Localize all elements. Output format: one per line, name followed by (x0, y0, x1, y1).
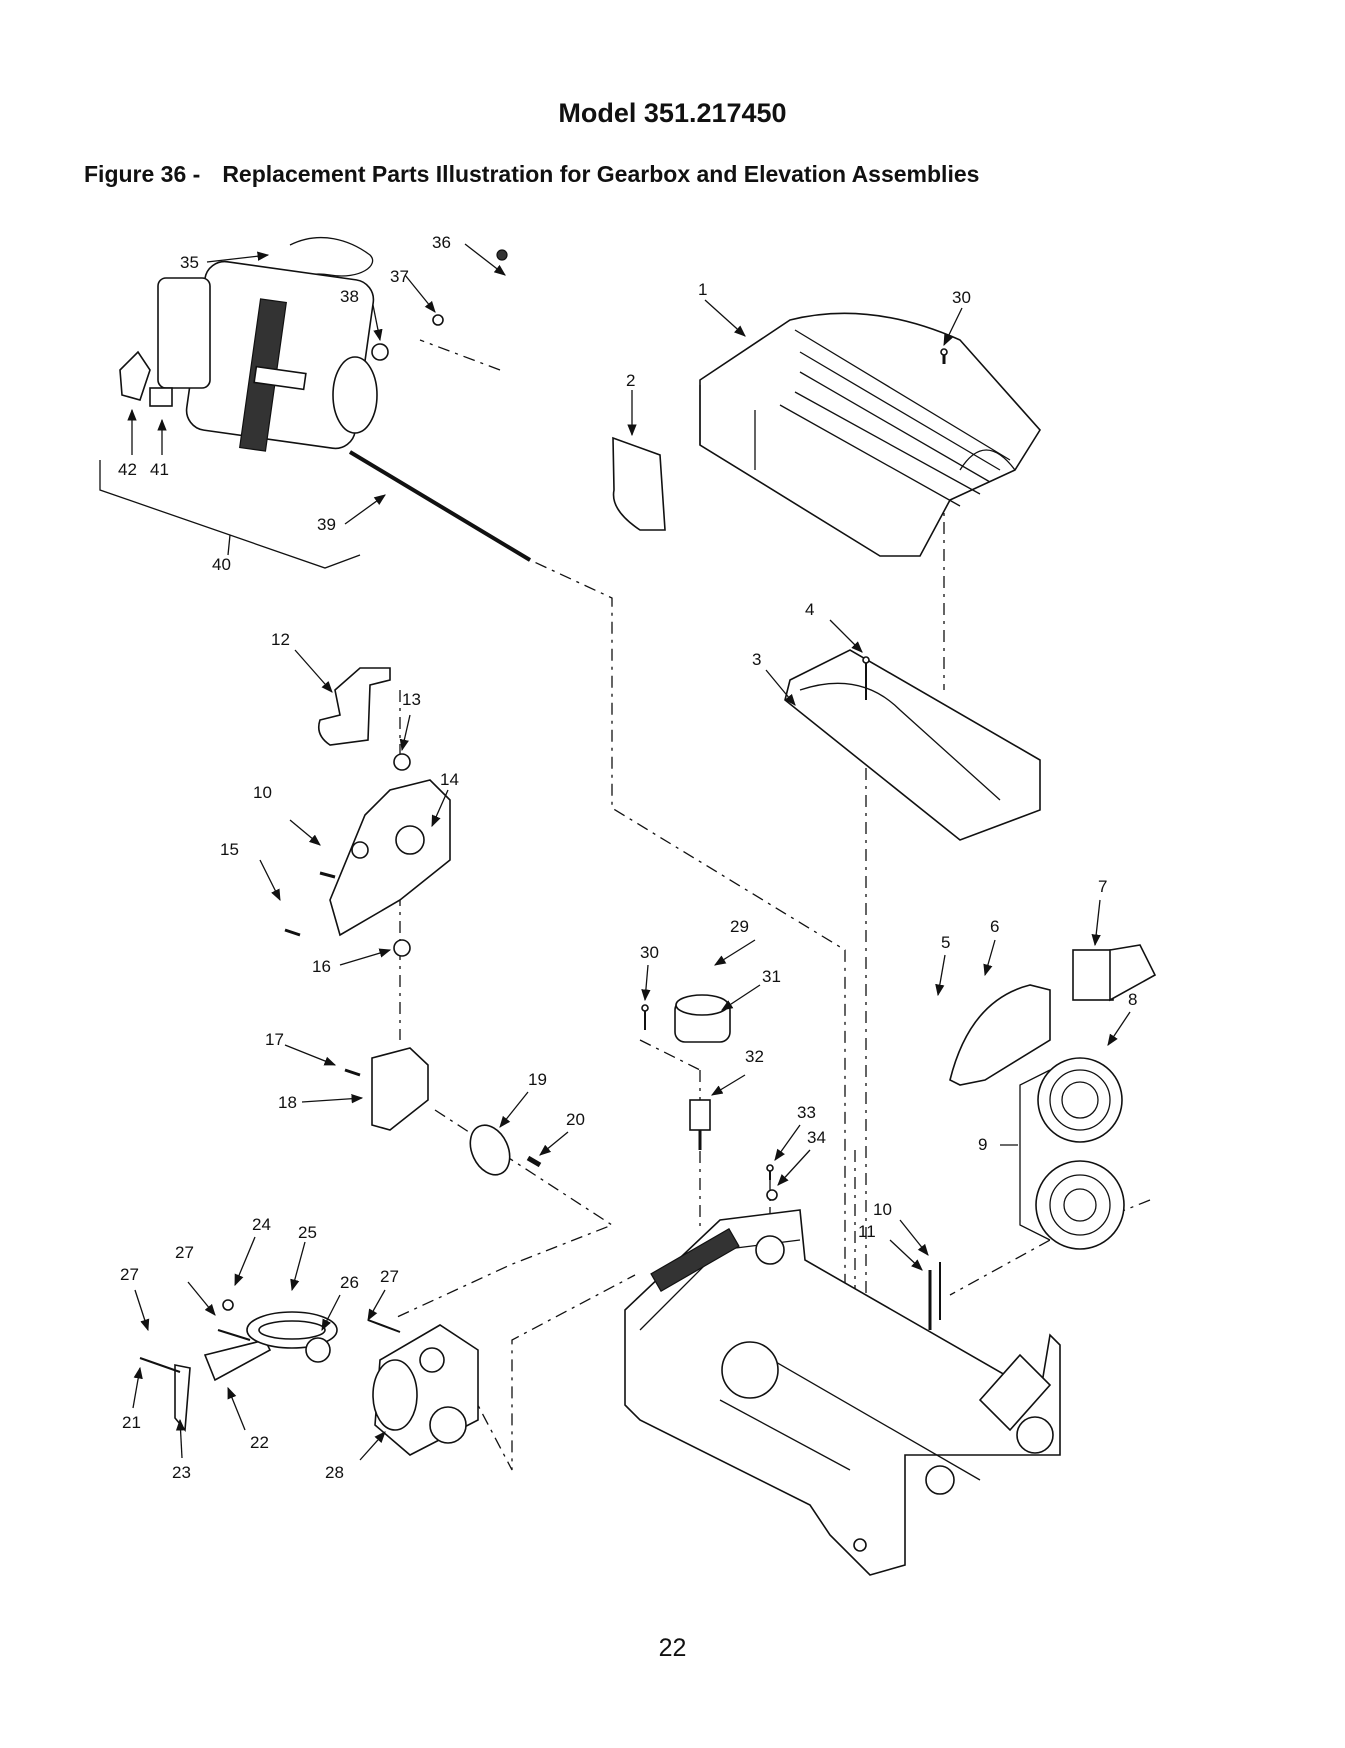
callout-23: 23 (172, 1463, 191, 1482)
gearbox-parts (175, 1312, 478, 1455)
callout-38: 38 (340, 287, 359, 306)
callout-34: 34 (807, 1128, 826, 1147)
callout-18: 18 (278, 1093, 297, 1112)
callout-11: 11 (858, 1222, 876, 1241)
callout-4: 4 (805, 600, 814, 619)
knob-assembly (675, 995, 730, 1150)
callout-10-left: 10 (253, 783, 272, 802)
guard-6 (950, 985, 1050, 1085)
callout-15: 15 (220, 840, 239, 859)
pin-20 (528, 1158, 540, 1165)
motor-shaft-39 (350, 452, 530, 560)
callout-32: 32 (745, 1047, 764, 1066)
sprocket-26 (306, 1338, 330, 1362)
bracket-assembly (319, 668, 450, 956)
bracket-14 (330, 780, 450, 935)
block-18 (372, 1048, 428, 1130)
callout-40: 40 (212, 555, 231, 574)
callout-30-mid: 30 (640, 943, 659, 962)
callout-33: 33 (797, 1103, 816, 1122)
lever-23 (175, 1365, 190, 1430)
callout-41: 41 (150, 460, 169, 479)
tray (785, 650, 1040, 840)
motor-switch-41 (150, 388, 172, 406)
callout-7: 7 (1098, 877, 1107, 896)
callout-27-b: 27 (120, 1265, 139, 1284)
callout-19: 19 (528, 1070, 547, 1089)
callout-30-top: 30 (952, 288, 971, 307)
callout-12: 12 (271, 630, 290, 649)
callout-36: 36 (432, 233, 451, 252)
callout-20: 20 (566, 1110, 585, 1129)
callout-16: 16 (312, 957, 331, 976)
callout-2: 2 (626, 371, 635, 390)
washer-13 (394, 754, 410, 770)
shaft-32 (690, 1100, 710, 1130)
side-shield (613, 438, 665, 530)
washer-16 (394, 940, 410, 956)
motor-switch-42 (120, 352, 150, 400)
callout-29: 29 (730, 917, 749, 936)
callout-25: 25 (298, 1223, 317, 1242)
bracket-12 (319, 668, 390, 745)
callout-9: 9 (978, 1135, 987, 1154)
callout-31: 31 (762, 967, 781, 986)
callout-27-c: 27 (380, 1267, 399, 1286)
callout-17: 17 (265, 1030, 284, 1049)
chute-7 (1073, 950, 1113, 1000)
callout-8: 8 (1128, 990, 1137, 1009)
motor-assembly (120, 238, 530, 560)
page-number: 22 (0, 1634, 1345, 1663)
callout-28: 28 (325, 1463, 344, 1482)
callout-37: 37 (390, 267, 409, 286)
gear-19 (463, 1119, 518, 1181)
top-cover (700, 313, 1040, 556)
callout-39: 39 (317, 515, 336, 534)
callout-35: 35 (180, 253, 199, 272)
motor-end-cap (333, 357, 377, 433)
callout-1: 1 (698, 280, 707, 299)
callout-3: 3 (752, 650, 761, 669)
base-frame (625, 1210, 1060, 1575)
callout-13: 13 (402, 690, 421, 709)
callout-24: 24 (252, 1215, 271, 1234)
callout-5: 5 (941, 933, 950, 952)
callout-14: 14 (440, 770, 459, 789)
callout-21: 21 (122, 1413, 141, 1432)
callout-6: 6 (990, 917, 999, 936)
callout-42: 42 (118, 460, 137, 479)
gear-block (372, 1048, 540, 1181)
blade-guard-assembly (950, 945, 1155, 1249)
plate-22 (205, 1340, 270, 1380)
callout-10-right: 10 (873, 1200, 892, 1219)
callout-27-a: 27 (175, 1243, 194, 1262)
callout-22: 22 (250, 1433, 269, 1452)
callout-26: 26 (340, 1273, 359, 1292)
